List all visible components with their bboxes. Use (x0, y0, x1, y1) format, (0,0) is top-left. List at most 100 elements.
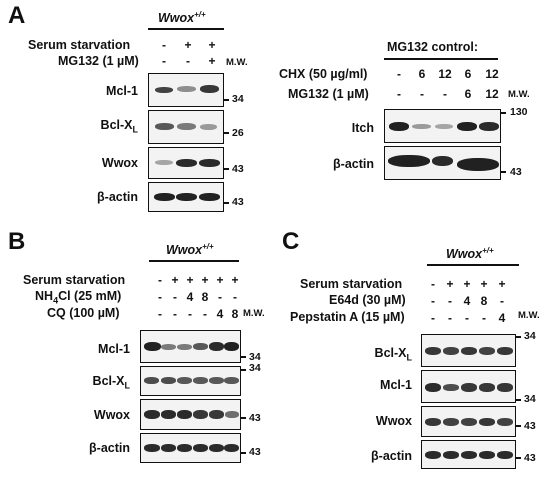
band (193, 343, 208, 350)
panel-b-blot-actin (140, 433, 241, 463)
panel-b-serum-lane6: + (231, 273, 239, 287)
panel-a-right-mg132-lane5: 12 (485, 87, 499, 101)
band (161, 410, 176, 419)
panel-a-right-blot-label-itch: Itch (351, 121, 374, 135)
panel-a-serum-lane1: - (162, 38, 166, 52)
panel-a-mg132-lane3: + (208, 54, 216, 68)
panel-b-kda-mcl1: 34 (249, 351, 261, 363)
panel-a-right-mg132-lane3: - (443, 87, 447, 101)
band (199, 159, 220, 167)
panel-b-cq-lane5: 4 (216, 307, 224, 321)
panel-b-nh4cl-lane5: - (218, 290, 222, 304)
panel-b-blot-label-bclxl: Bcl-XL (92, 374, 130, 391)
panel-b-nh4cl-lane6: - (233, 290, 237, 304)
panel-a-kda-actin: 43 (232, 196, 244, 208)
band (497, 451, 513, 459)
panel-c-blot-bclxl (421, 334, 516, 367)
panel-b-kda-actin: 43 (249, 446, 261, 458)
band (425, 383, 441, 392)
band (144, 410, 160, 419)
panel-b-nh4cl-lane1: - (158, 290, 162, 304)
band (209, 444, 224, 452)
band (389, 122, 409, 131)
panel-c-serum-lane4: + (480, 277, 488, 291)
band (425, 347, 441, 355)
panel-b-blot-label-mcl1: Mcl-1 (98, 342, 130, 356)
panel-c-serum-lane2: + (446, 277, 454, 291)
panel-a-right-tick-itch (501, 112, 506, 114)
panel-c-tick-wwox (516, 425, 521, 427)
band (209, 342, 224, 351)
band (176, 193, 197, 201)
band (193, 377, 208, 384)
panel-b-cq-lane4: - (203, 307, 207, 321)
panel-c-e64d-lane1: - (431, 294, 435, 308)
panel-b-tick-wwox (241, 417, 246, 419)
panel-letter-a: A (8, 2, 26, 29)
panel-letter-c: C (282, 228, 300, 255)
band (457, 158, 499, 171)
band (193, 410, 208, 419)
panel-a-right-chx-lane1: - (397, 67, 401, 81)
band (479, 383, 495, 392)
panel-a-right-label-chx: CHX (50 µg/ml) (279, 67, 368, 81)
panel-b-tick-bclxl (241, 369, 246, 371)
panel-c-pepstatin-lane3: - (465, 311, 469, 325)
panel-b-serum-lane4: + (201, 273, 209, 287)
panel-a-right-blot-label-actin: β-actin (333, 157, 374, 171)
panel-a-tick-mcl1 (224, 99, 229, 101)
band (435, 124, 453, 129)
panel-b-kda-bclxl: 34 (249, 362, 261, 374)
panel-a-mg132-lane1: - (162, 54, 166, 68)
panel-b-genotype: Wwox+/+ (166, 242, 214, 258)
panel-a-blot-label-bclxl: Bcl-XL (100, 118, 138, 135)
panel-a-serum-lane3: + (208, 38, 216, 52)
panel-a-right-kda-actin: 43 (510, 166, 522, 178)
panel-b-blot-label-actin: β-actin (89, 441, 130, 455)
panel-b-tick-actin (241, 452, 246, 454)
panel-a-label-mg132: MG132 (1 µM) (58, 54, 139, 68)
panel-b-nh4cl-lane3: 4 (186, 290, 194, 304)
panel-c-kda-actin: 43 (524, 452, 536, 464)
band (177, 444, 192, 452)
panel-b-blot-wwox (140, 399, 241, 430)
panel-a-blot-label-mcl1: Mcl-1 (106, 84, 138, 98)
band (388, 155, 430, 167)
panel-b-tick-mcl1 (241, 356, 246, 358)
panel-a-blot-label-actin: β-actin (97, 190, 138, 204)
panel-a-right-chx-lane5: 12 (485, 67, 499, 81)
band (443, 347, 459, 355)
panel-a-blot-mcl1 (148, 73, 224, 107)
panel-a-kda-bclxl: 26 (232, 127, 244, 139)
panel-c-pepstatin-lane2: - (448, 311, 452, 325)
panel-a-label-serum: Serum starvation (28, 38, 131, 52)
panel-a-right-chx-lane4: 6 (464, 67, 472, 81)
panel-a-right-tick-actin (501, 171, 506, 173)
band (412, 124, 431, 129)
band (432, 156, 453, 166)
panel-a-right-chx-lane3: 12 (438, 67, 452, 81)
panel-b-blot-bclxl (140, 366, 241, 396)
panel-b-label-cq: CQ (100 µM) (47, 306, 120, 320)
panel-a-genotype: Wwox+/+ (158, 10, 206, 26)
panel-b-label-nh4cl: NH4Cl (25 mM) (35, 289, 122, 306)
band (155, 160, 173, 165)
panel-c-blot-wwox (421, 406, 516, 437)
panel-letter-b: B (8, 228, 26, 255)
band (177, 377, 192, 384)
band (177, 123, 196, 130)
band (425, 418, 441, 426)
band (209, 377, 224, 384)
panel-b-kda-wwox: 43 (249, 412, 261, 424)
panel-b-blot-label-wwox: Wwox (93, 408, 130, 422)
band (155, 123, 174, 130)
panel-c-blot-label-actin: β-actin (371, 449, 412, 463)
panel-c-pepstatin-lane1: - (431, 311, 435, 325)
panel-c-blot-mcl1 (421, 370, 516, 403)
panel-a-right-mw-label: M.W. (508, 89, 530, 100)
panel-a-genotype-underline (148, 28, 224, 30)
panel-a-mg132-lane2: - (186, 54, 190, 68)
band (177, 344, 192, 350)
band (461, 451, 477, 459)
band (461, 418, 477, 426)
